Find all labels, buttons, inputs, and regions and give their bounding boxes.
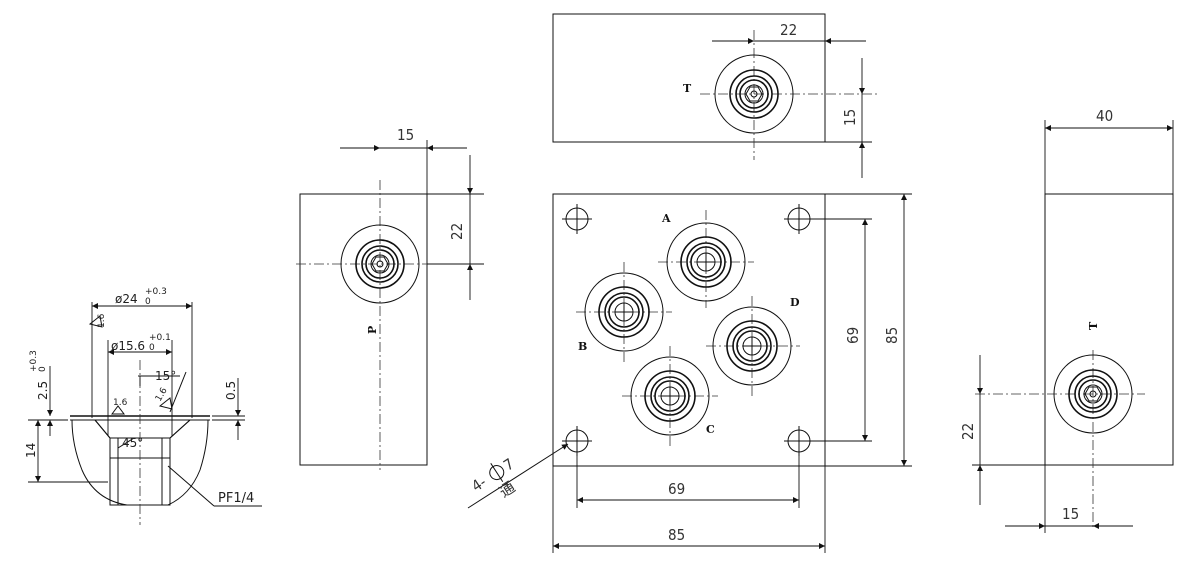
dim-25-tol-lower: 0 <box>38 366 48 372</box>
d156-label: ø15.6 <box>111 339 145 353</box>
d156-tol-upper: +0.1 <box>149 333 171 343</box>
left-port-label: P <box>366 326 379 334</box>
right-dim-15: 15 <box>1062 505 1079 523</box>
mount-hole-bl <box>562 426 592 456</box>
thread-label: PF1/4 <box>218 491 254 506</box>
front-dim-69-v: 69 <box>844 327 862 344</box>
top-port-spotface <box>714 54 794 134</box>
hole-callout: 4- 7 通 <box>468 455 518 501</box>
front-view-body <box>552 193 826 467</box>
port-a-label: A <box>661 212 671 225</box>
front-dim-69-h: 69 <box>668 480 685 498</box>
port-c-label: C <box>706 423 715 436</box>
right-port-label: T <box>1087 321 1100 330</box>
port-b <box>576 262 672 362</box>
dim-14-label: 14 <box>24 443 38 458</box>
port-b-label: B <box>578 340 587 353</box>
right-dim-40: 40 <box>1096 107 1113 125</box>
left-port-spotface <box>340 224 420 304</box>
top-view-body <box>552 13 826 143</box>
section-hatch-left <box>71 419 128 506</box>
left-dim-15: 15 <box>397 126 414 144</box>
right-port-spotface <box>1053 354 1133 434</box>
hole-callout-note: 通 <box>496 478 518 501</box>
d24-tol-lower: 0 <box>145 297 151 307</box>
top-dim-22: 22 <box>780 21 797 39</box>
dim-05-label: 0.5 <box>224 381 238 400</box>
top-port-hex <box>745 86 763 102</box>
d24-label: ø24 <box>115 292 138 306</box>
hole-callout-count: 4- <box>468 473 489 495</box>
right-side-view: T 40 22 15 <box>959 107 1174 533</box>
section-view: ø24 +0.3 0 1.6 ø15.6 +0.1 0 15° 2.5 +0.3… <box>24 287 262 525</box>
top-port-label: T <box>683 82 692 95</box>
right-port-hex <box>1084 386 1102 402</box>
left-dim-22: 22 <box>448 223 466 240</box>
left-side-view: 15 22 P <box>296 126 484 470</box>
top-view: T 22 15 <box>552 13 880 178</box>
front-dim-85-v: 85 <box>883 327 901 344</box>
port-c <box>622 346 718 446</box>
dim-25-tol-upper: +0.3 <box>29 350 39 372</box>
roughness-2: 1.6 <box>113 398 128 408</box>
d24-tol-upper: +0.3 <box>145 287 167 297</box>
port-d <box>706 296 800 396</box>
right-view-body <box>1044 193 1174 466</box>
top-dim-15: 15 <box>841 109 859 126</box>
port-a <box>658 210 754 308</box>
angle-45-label: 45° <box>122 436 143 450</box>
roughness-3: 1.6 <box>154 386 170 404</box>
hole-callout-dia: 7 <box>500 455 517 475</box>
left-port-hex <box>371 256 389 272</box>
port-d-label: D <box>790 296 800 309</box>
roughness-1: 1.6 <box>97 313 107 328</box>
front-view: A B C D 69 85 69 85 4- 7 通 <box>467 193 912 553</box>
angle-15-label: 15° <box>155 369 176 383</box>
section-hatch-right <box>167 419 209 506</box>
dim-25-label: 2.5 <box>36 381 50 400</box>
mount-hole-tl <box>562 204 592 234</box>
right-dim-22: 22 <box>959 423 977 440</box>
d156-tol-lower: 0 <box>149 343 155 353</box>
left-view-body <box>299 193 428 466</box>
front-dim-85-h: 85 <box>668 526 685 544</box>
